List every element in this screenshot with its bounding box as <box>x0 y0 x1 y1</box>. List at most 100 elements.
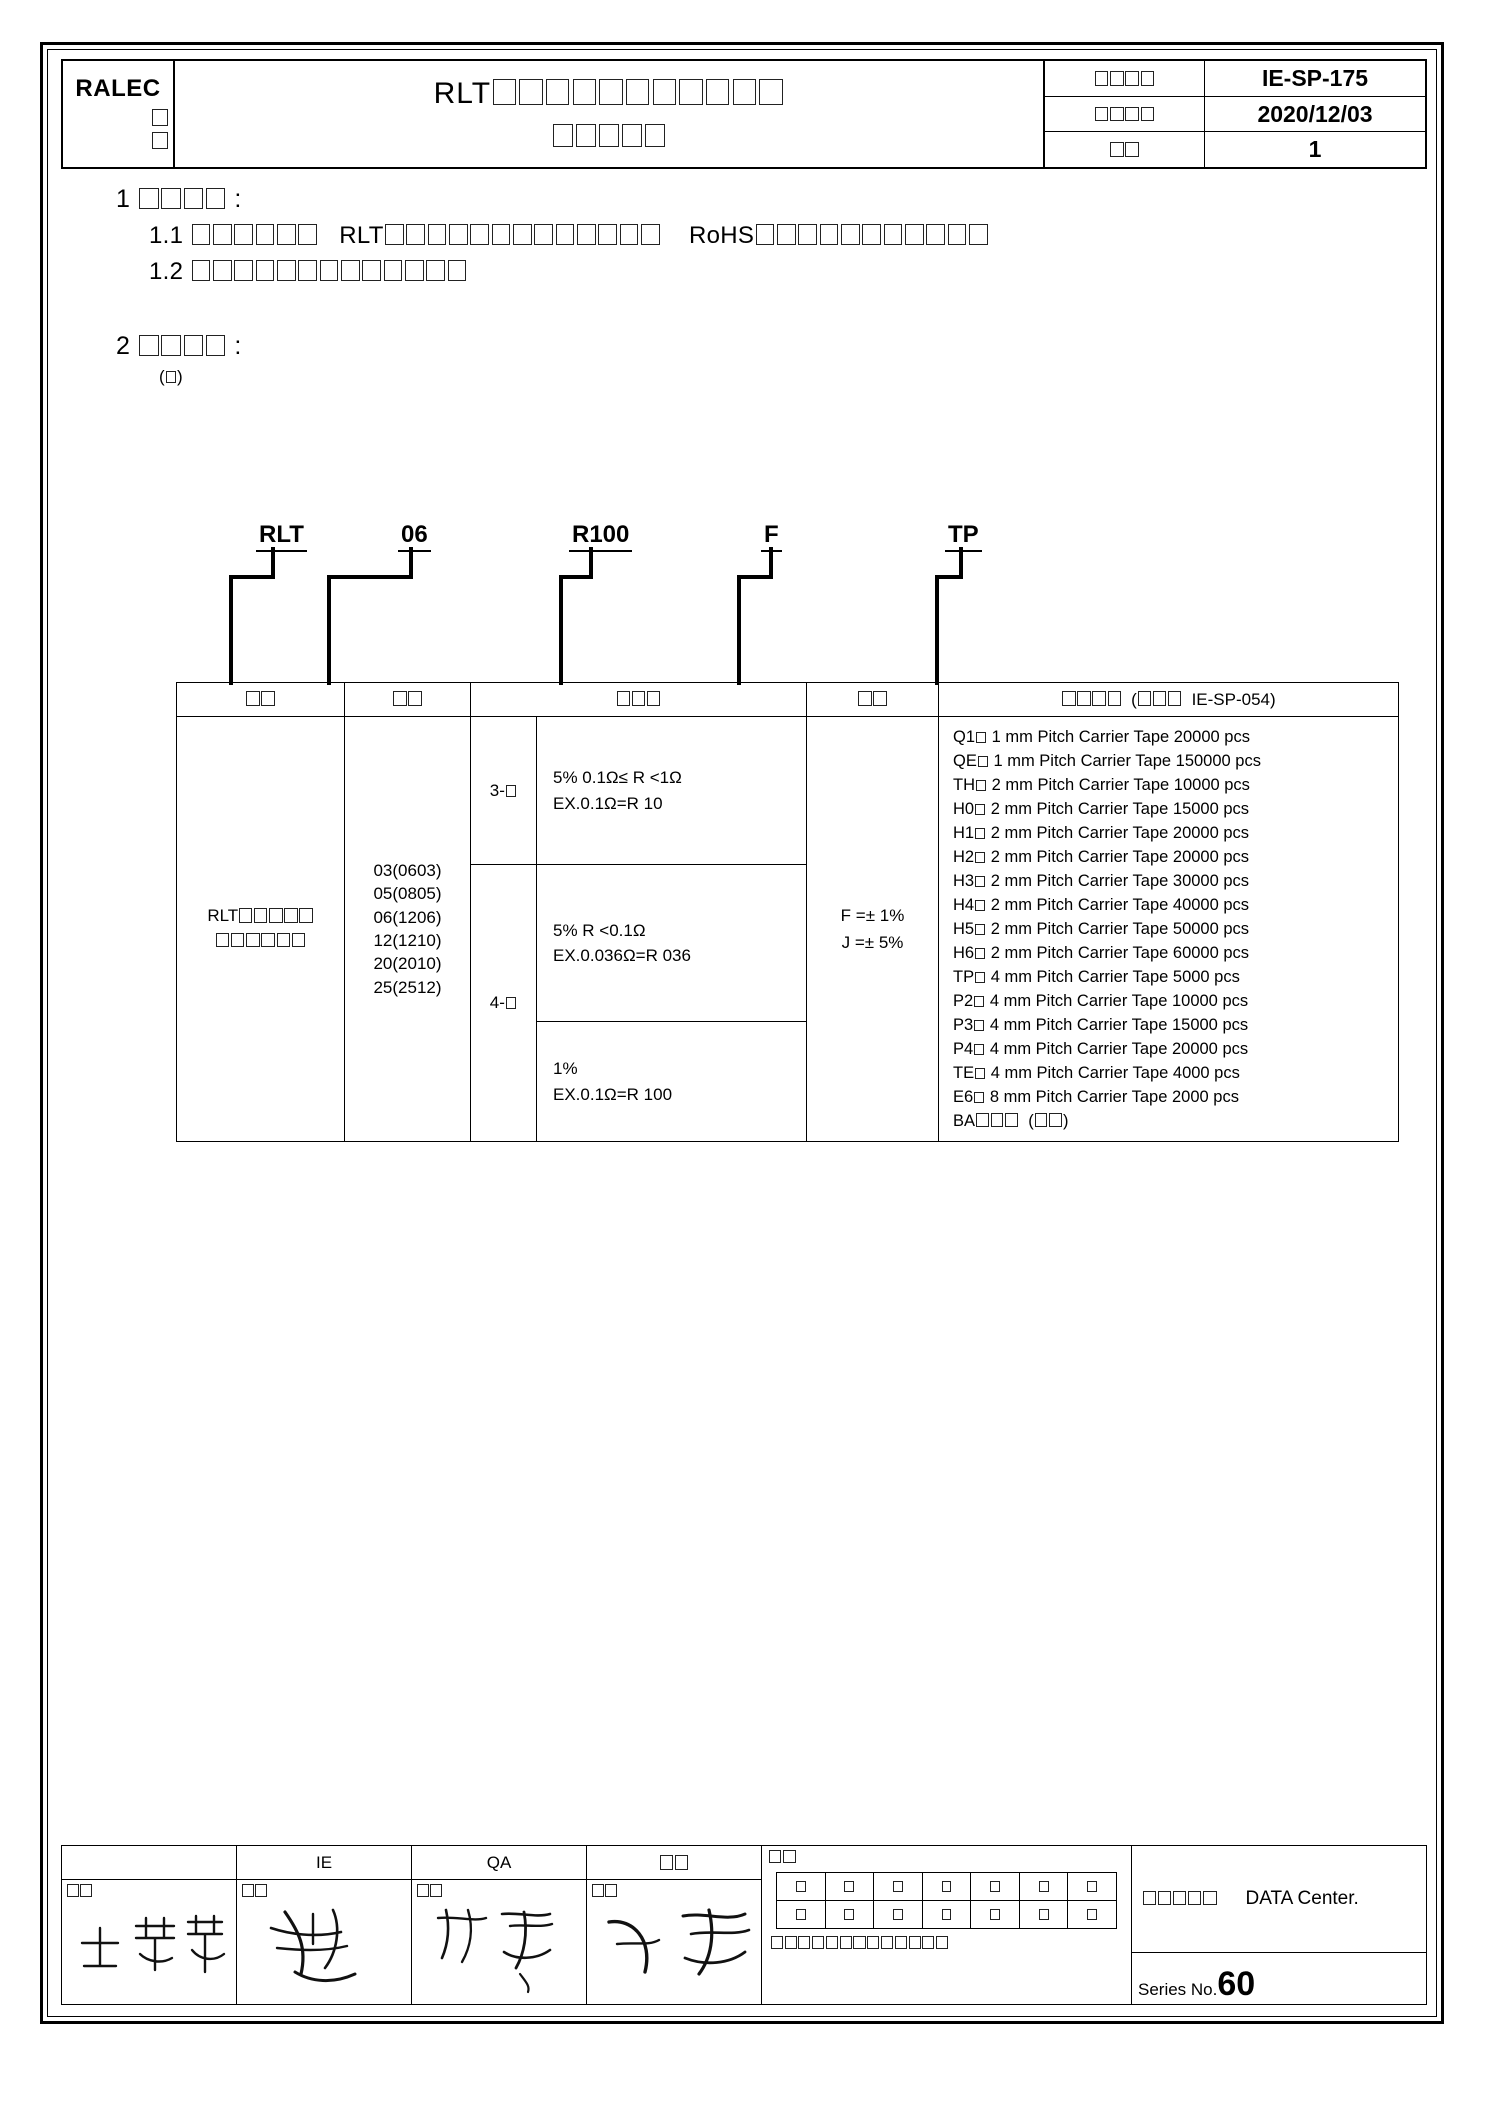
pack-desc: 4 mm Pitch Carrier Tape 15000 pcs <box>989 1016 1249 1034</box>
note-paren-close: ) <box>177 367 183 386</box>
signature-mark-4 <box>607 1908 751 1976</box>
stamp-cell[interactable] <box>1020 1873 1069 1900</box>
packaging-item: H6 2 mm Pitch Carrier Tape 60000 pcs <box>953 941 1398 965</box>
pack-desc: 8 mm Pitch Carrier Tape 2000 pcs <box>989 1088 1239 1106</box>
pack-code: TH <box>953 776 975 794</box>
signature-label-1 <box>66 1883 93 1900</box>
stamp-cjk <box>844 1908 855 1921</box>
datacenter-row: DATA Center. <box>1132 1846 1426 1952</box>
company-logo-cell: RALEC <box>63 61 175 167</box>
pack-sep-cjk <box>975 947 986 960</box>
stamp-cell[interactable] <box>1068 1873 1116 1900</box>
meta-value-docnumber: IE-SP-175 <box>1261 64 1369 91</box>
packaging-item: H4 2 mm Pitch Carrier Tape 40000 pcs <box>953 893 1398 917</box>
document-subtitle <box>551 121 667 152</box>
meta-label-date <box>1045 96 1205 132</box>
meta-label-page <box>1045 132 1205 168</box>
signature-cell-1[interactable] <box>62 1880 237 2004</box>
stamp-cjk <box>844 1880 855 1893</box>
stamp-cell[interactable] <box>1068 1901 1116 1928</box>
stamp-cjk <box>1038 1908 1049 1921</box>
stamp-cell[interactable] <box>826 1901 875 1928</box>
signature-cell-2[interactable] <box>237 1880 412 2004</box>
meta-value-page: 1 <box>1308 136 1322 163</box>
section-1-colon: : <box>234 185 242 213</box>
pack-code: P3 <box>953 1016 974 1034</box>
stamp-cell[interactable] <box>777 1901 826 1928</box>
stamp-block-label <box>762 1846 1131 1872</box>
pack-sep-cjk <box>975 971 986 984</box>
pack-code: P4 <box>953 1040 974 1058</box>
cell-resistance-2: 5% R <0.1Ω EX.0.036Ω=R 036 <box>536 864 807 1022</box>
signature-cell-3[interactable] <box>412 1880 587 2004</box>
cell-resistance-1: 5% 0.1Ω≤ R <1Ω EX.0.1Ω=R 10 <box>536 716 807 865</box>
signature-label-2 <box>241 1883 268 1900</box>
pack-sep-cjk <box>974 1019 985 1032</box>
stamp-cjk <box>892 1908 903 1921</box>
packaging-ref-doc: IE-SP-054 <box>1191 689 1270 709</box>
stamp-cell[interactable] <box>874 1873 923 1900</box>
footer-dept-blank <box>62 1846 237 1879</box>
pack-desc: 2 mm Pitch Carrier Tape 10000 pcs <box>991 776 1250 794</box>
pack-code: H2 <box>953 848 975 866</box>
pack-desc: 4 mm Pitch Carrier Tape 20000 pcs <box>989 1040 1249 1058</box>
digit-3-dash: - <box>499 780 505 800</box>
stamp-grid-row <box>777 1873 1116 1901</box>
meta-row-docnumber: IE-SP-175 <box>1045 61 1425 97</box>
stamp-cell[interactable] <box>971 1873 1020 1900</box>
digit-3-cjk <box>505 784 517 797</box>
tolerance-j: J =± 5% <box>841 933 904 952</box>
pack-desc: 2 mm Pitch Carrier Tape 30000 pcs <box>990 872 1250 890</box>
resistance-3-line1: 1% <box>553 1059 578 1078</box>
stamp-cjk <box>941 1908 952 1921</box>
pack-desc: 2 mm Pitch Carrier Tape 40000 pcs <box>990 896 1250 914</box>
resistance-3-line2: EX.0.1Ω=R 100 <box>553 1084 673 1104</box>
pack-code: TP <box>953 968 975 986</box>
stamp-cell[interactable] <box>923 1873 972 1900</box>
col-header-tolerance <box>806 682 939 717</box>
cell-sizes: 03(0603) 05(0805) 06(1206) 12(1210) 20(2… <box>344 716 471 1142</box>
packaging-item: H1 2 mm Pitch Carrier Tape 20000 pcs <box>953 821 1398 845</box>
pack-sep-cjk <box>975 899 986 912</box>
stamp-cell[interactable] <box>874 1901 923 1928</box>
footer-approval-block: IE QA <box>62 1846 762 2004</box>
section-2-note: () <box>159 367 1427 387</box>
series-cjk-1 <box>238 906 313 925</box>
stamp-cell[interactable] <box>1020 1901 1069 1928</box>
document-header: RALEC RLT IE-SP-175 2020/12/03 1 <box>61 59 1427 169</box>
resistance-2-line1: 5% R <0.1Ω <box>553 920 646 940</box>
section-1-title <box>138 185 227 213</box>
pack-code: BA <box>953 1112 976 1130</box>
stamp-cell[interactable] <box>971 1901 1020 1928</box>
stamp-cell[interactable] <box>777 1873 826 1900</box>
note-paren-open: ( <box>159 367 165 386</box>
meta-row-date: 2020/12/03 <box>1045 96 1425 133</box>
stamp-cell[interactable] <box>923 1901 972 1928</box>
pack-code: H0 <box>953 800 975 818</box>
item-1-1-product-code: RLT <box>339 222 384 249</box>
stamp-cjk <box>795 1880 806 1893</box>
resistance-1-line1: 5% 0.1Ω≤ R <1Ω <box>553 768 682 787</box>
size-option-1206: 06(1206) <box>373 907 442 927</box>
digit-4-dash: - <box>499 993 505 1012</box>
packaging-paren-open: ( <box>1131 689 1137 709</box>
signature-cell-4[interactable] <box>587 1880 761 2004</box>
pack-desc: 2 mm Pitch Carrier Tape 20000 pcs <box>990 848 1250 866</box>
pack-code: P2 <box>953 992 974 1010</box>
cell-tolerance: F =± 1% J =± 5% <box>806 716 939 1142</box>
size-option-1210: 12(1210) <box>373 931 442 950</box>
resistance-2-line2: EX.0.036Ω=R 036 <box>553 946 691 965</box>
stamp-grid-row <box>777 1901 1116 1928</box>
signature-mark-2 <box>269 1908 357 1983</box>
stamp-cell[interactable] <box>826 1873 875 1900</box>
signature-label-4 <box>591 1883 618 1900</box>
packaging-paren-close: ) <box>1270 689 1276 709</box>
note-cjk <box>165 371 177 384</box>
table-row-3: 1% EX.0.1Ω=R 100 <box>177 1021 1399 1142</box>
pack-code: H6 <box>953 944 975 962</box>
pack-code: H3 <box>953 872 975 890</box>
packaging-item: Q1 1 mm Pitch Carrier Tape 20000 pcs <box>953 725 1398 749</box>
stamp-cjk <box>1087 1880 1098 1893</box>
pack-desc: 4 mm Pitch Carrier Tape 5000 pcs <box>990 968 1240 986</box>
digit-4-cjk <box>505 997 517 1010</box>
